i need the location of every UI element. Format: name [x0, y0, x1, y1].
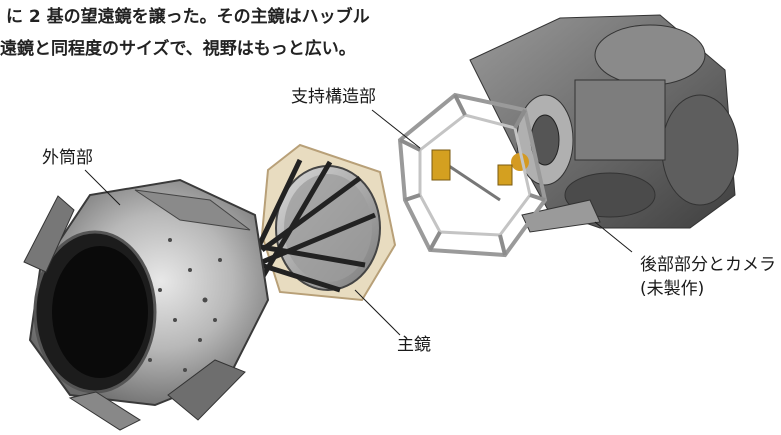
aft-camera-label-line-1: 後部部分とカメラ [640, 255, 776, 275]
aft-camera-label-line-2: (未製作) [640, 279, 705, 299]
support-structure [397, 92, 548, 258]
primary-mirror-leader-line [354, 289, 401, 336]
primary-mirror-label: 主鏡 [397, 335, 431, 355]
aft-camera-leader-line [594, 221, 633, 253]
outer-tube-label: 外筒部 [42, 148, 93, 168]
aft-section-camera [469, 14, 739, 233]
intro-text-line-2: 遠鏡と同程度のサイズで、視野はもっと広い。 [0, 39, 356, 59]
intro-text-line-1: に 2 基の望遠鏡を譲った。その主鏡はハッブル [6, 7, 370, 27]
outer-tube [23, 178, 270, 431]
support-structure-label: 支持構造部 [291, 87, 376, 107]
support-structure-leader-line [371, 109, 421, 149]
primary-mirror-assembly [242, 143, 397, 302]
outer-tube-leader-line [84, 169, 121, 206]
